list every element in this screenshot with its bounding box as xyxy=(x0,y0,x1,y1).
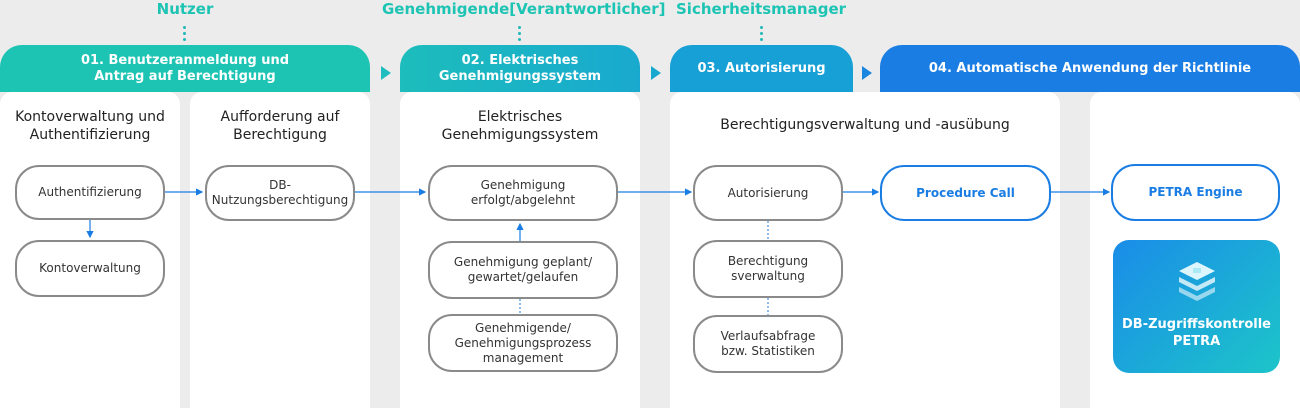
chevron-right-icon xyxy=(651,66,661,80)
db-access-control-petra: DB-Zugriffskontrolle PETRA xyxy=(1113,240,1280,373)
step-1-header: 01. Benutzeranmeldung und Antrag auf Ber… xyxy=(0,45,370,92)
section-title-approval-system: Elektrisches Genehmigungssystem xyxy=(441,109,599,143)
node-authentication: Authentifizierung xyxy=(15,165,165,220)
step-2-header: 02. Elektrisches Genehmigungssystem xyxy=(400,45,640,92)
step-4-header: 04. Automatische Anwendung der Richtlini… xyxy=(880,45,1300,92)
step-3-label: 03. Autorisierung xyxy=(697,60,826,76)
role-approver-dots xyxy=(518,26,522,44)
node-history-statistics: Verlaufsabfrage bzw. Statistiken xyxy=(693,315,843,373)
role-user-dots xyxy=(183,26,187,44)
node-approval-planned: Genehmigung geplant/ gewartet/gelaufen xyxy=(428,241,618,299)
role-security-dots xyxy=(760,26,764,44)
step-3-header: 03. Autorisierung xyxy=(670,45,853,92)
section-title-rights-management: Berechtigungsverwaltung und -ausübung xyxy=(720,117,1010,133)
node-petra-engine: PETRA Engine xyxy=(1111,164,1280,221)
node-approval-granted-rejected: Genehmigung erfolgt/abgelehnt xyxy=(428,165,618,221)
role-security-manager: Sicherheitsmanager xyxy=(676,0,847,18)
role-user: Nutzer xyxy=(156,0,214,18)
chevron-right-icon xyxy=(862,66,872,80)
database-stack-icon xyxy=(1179,262,1215,301)
node-permission-management: Berechtigung sverwaltung xyxy=(693,240,843,298)
section-title-account: Kontoverwaltung und Authentifizierung xyxy=(15,109,165,143)
node-procedure-call: Procedure Call xyxy=(880,165,1051,221)
chevron-right-icon xyxy=(381,66,391,80)
section-title-request: Aufforderung auf Berechtigung xyxy=(220,109,340,143)
node-approver-process-management: Genehmigende/ Genehmigungsprozess manage… xyxy=(428,314,618,372)
step-4-label: 04. Automatische Anwendung der Richtlini… xyxy=(928,60,1252,76)
db-access-control-label: DB-Zugriffskontrolle PETRA xyxy=(1122,317,1271,349)
node-db-usage-permission: DB- Nutzungsberechtigung xyxy=(205,165,355,221)
step-2-label: 02. Elektrisches Genehmigungssystem xyxy=(438,52,602,84)
node-account-management: Kontoverwaltung xyxy=(15,240,165,297)
node-authorization: Autorisierung xyxy=(693,165,843,221)
step-1-label: 01. Benutzeranmeldung und Antrag auf Ber… xyxy=(80,52,290,84)
panel-step1-right xyxy=(190,92,370,408)
role-approver: Genehmigende[Verantwortlicher] xyxy=(382,0,666,18)
